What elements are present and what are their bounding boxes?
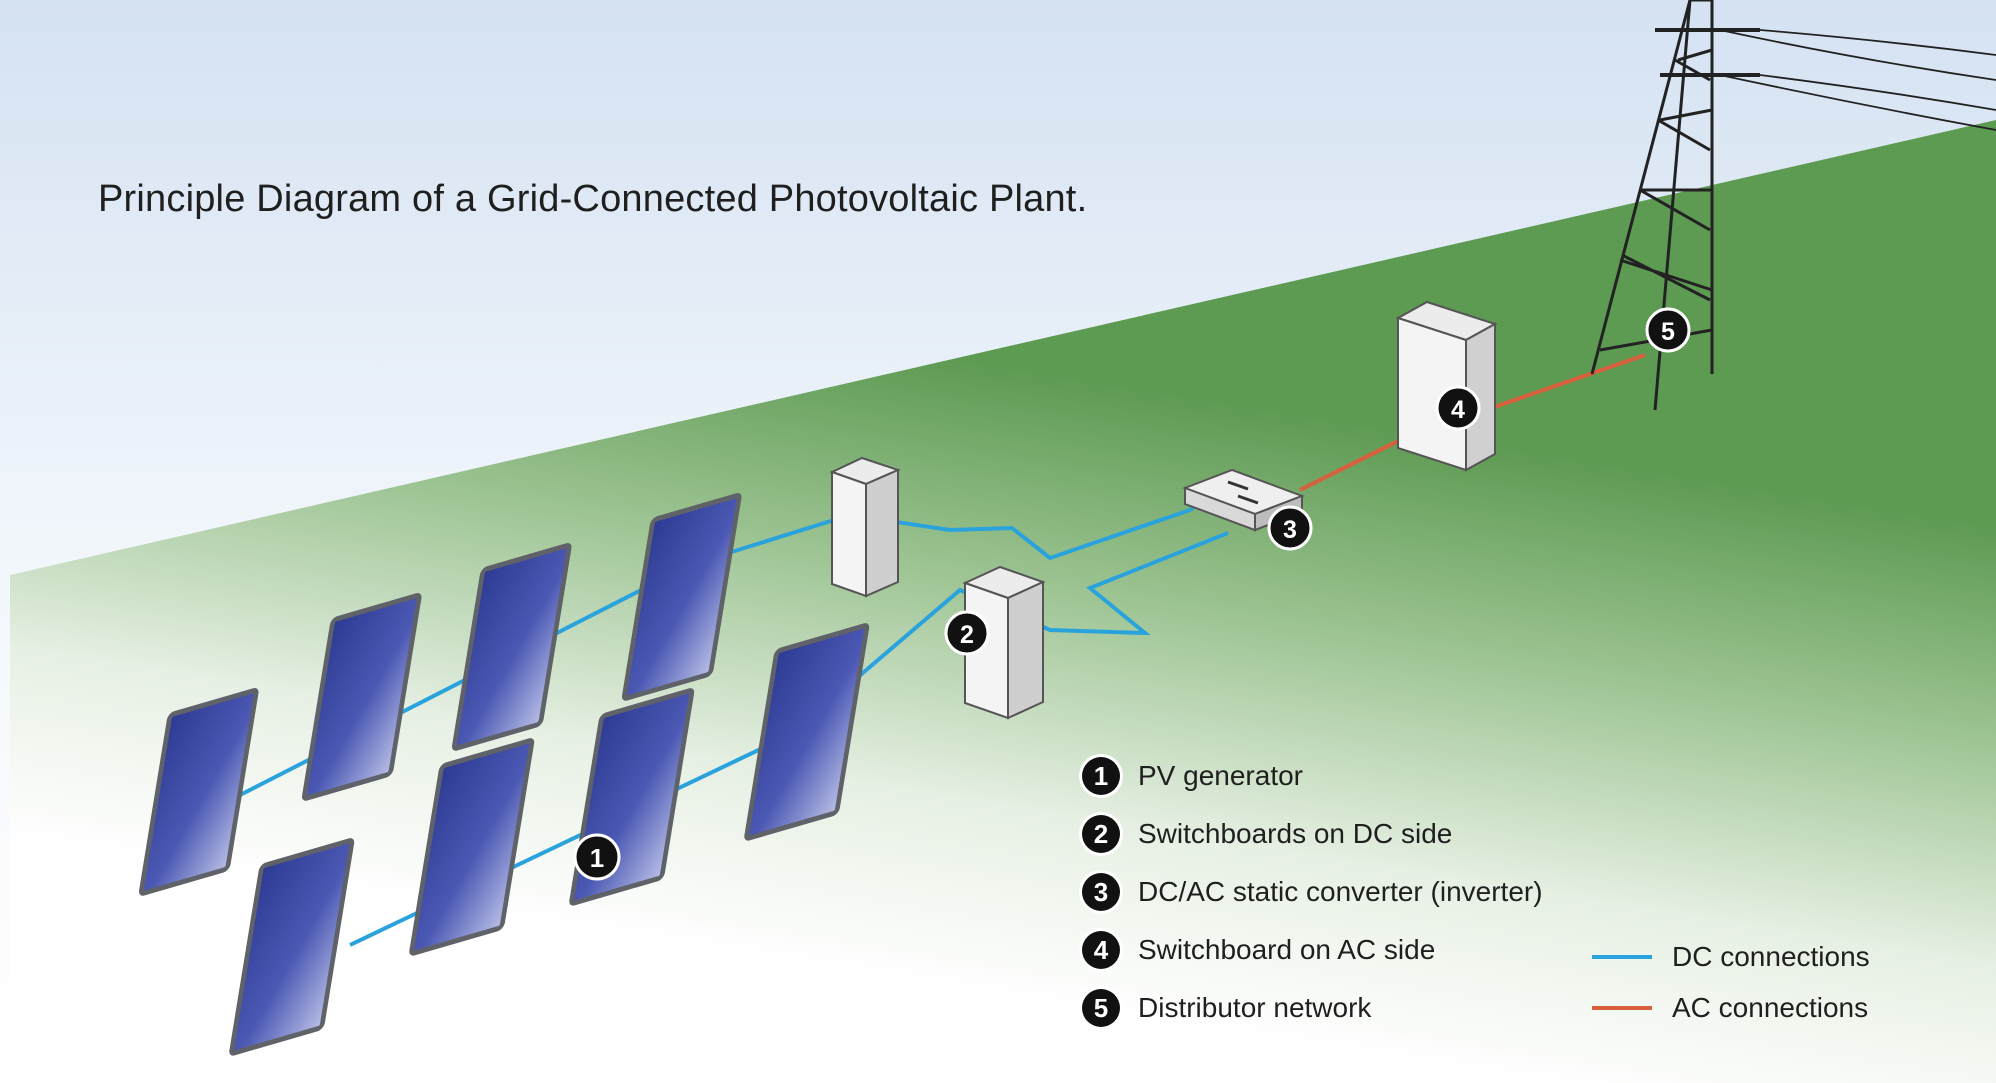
marker-2-label: 2 bbox=[960, 621, 974, 649]
dc-switchboard-lower bbox=[962, 565, 1046, 720]
dc-switchboard-upper bbox=[829, 456, 901, 598]
marker-1: 1 bbox=[573, 833, 621, 881]
dc-connections-label: DC connections bbox=[1672, 941, 1870, 972]
legend-badge: 1 bbox=[1082, 757, 1120, 795]
legend-item-ac-switchboard: 4 Switchboard on AC side bbox=[1082, 930, 1435, 970]
legend-label: PV generator bbox=[1138, 760, 1303, 791]
ac-switchboard bbox=[1395, 300, 1498, 472]
marker-5-label: 5 bbox=[1661, 318, 1675, 346]
legend-badge: 3 bbox=[1082, 873, 1120, 911]
marker-4: 4 bbox=[1435, 385, 1481, 431]
pv-panel bbox=[229, 838, 355, 1056]
marker-2: 2 bbox=[944, 610, 990, 656]
legend-badge: 2 bbox=[1082, 815, 1120, 853]
marker-4-label: 4 bbox=[1451, 396, 1465, 424]
marker-1-label: 1 bbox=[590, 843, 604, 873]
ac-line-swatch bbox=[1592, 1006, 1652, 1010]
legend-item-pv-generator: 1 PV generator bbox=[1082, 756, 1303, 796]
pv-panel bbox=[138, 688, 259, 896]
legend-dc-connections: DC connections bbox=[1592, 940, 1870, 974]
legend-label: Switchboards on DC side bbox=[1138, 818, 1453, 849]
legend-item-dc-switchboards: 2 Switchboards on DC side bbox=[1082, 814, 1452, 854]
dc-line-swatch bbox=[1592, 955, 1652, 959]
legend-badge: 4 bbox=[1082, 931, 1120, 969]
pv-panel bbox=[409, 738, 535, 956]
legend-badge: 5 bbox=[1082, 989, 1120, 1027]
pv-panel bbox=[301, 593, 422, 801]
pv-panel bbox=[451, 543, 572, 751]
legend-label: Switchboard on AC side bbox=[1138, 934, 1436, 965]
marker-5: 5 bbox=[1645, 307, 1691, 353]
legend-label: Distributor network bbox=[1138, 992, 1372, 1023]
marker-3-label: 3 bbox=[1283, 516, 1297, 544]
legend-label: DC/AC static converter (inverter) bbox=[1138, 876, 1543, 907]
pv-panel bbox=[744, 623, 870, 841]
ac-connections-label: AC connections bbox=[1672, 992, 1869, 1023]
legend-item-distributor-network: 5 Distributor network bbox=[1082, 988, 1371, 1028]
diagram-title: Principle Diagram of a Grid-Connected Ph… bbox=[98, 178, 1088, 220]
legend-ac-connections: AC connections bbox=[1592, 991, 1868, 1025]
pv-panel bbox=[621, 493, 742, 701]
marker-3: 3 bbox=[1267, 505, 1313, 551]
legend-item-inverter: 3 DC/AC static converter (inverter) bbox=[1082, 872, 1543, 912]
